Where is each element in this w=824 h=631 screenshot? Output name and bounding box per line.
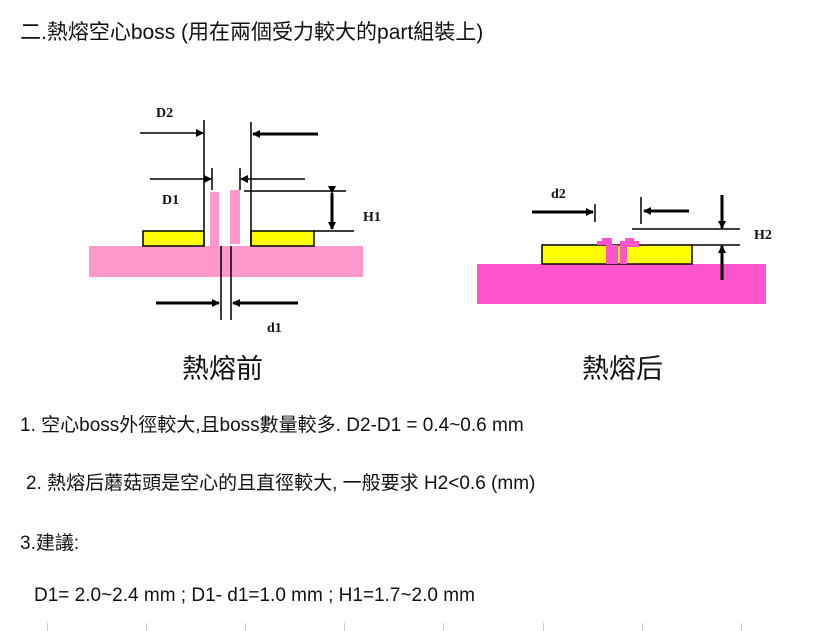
ruler-tick — [245, 623, 246, 631]
note-2: 2. 熱熔后蘑菇頭是空心的且直徑較大, 一般要求 H2<0.6 (mm) — [26, 473, 536, 494]
caption-after-heat-stake: 熱熔后 — [582, 354, 663, 384]
after-diagram: d2 H2 — [477, 187, 772, 304]
before-part-right — [250, 230, 315, 247]
ruler-tick — [741, 623, 742, 631]
label-d1: d1 — [267, 321, 282, 336]
ruler-tick — [543, 623, 544, 631]
after-mushroom-head-right — [620, 238, 639, 264]
label-H1: H1 — [363, 210, 381, 225]
before-part-left — [142, 230, 205, 247]
label-H2: H2 — [754, 228, 772, 243]
ruler-tick — [344, 623, 345, 631]
recommendation-values: D1= 2.0~2.4 mm ; D1- d1=1.0 mm ; H1=1.7~… — [34, 585, 475, 606]
label-D1: D1 — [162, 193, 179, 208]
after-mushroom-head-left — [597, 238, 618, 264]
page-title: 二.熱熔空心boss (用在兩個受力較大的part組裝上) — [20, 21, 484, 44]
before-base-plate — [89, 246, 363, 277]
note-1: 1. 空心boss外徑較大,且boss數量較多. D2-D1 = 0.4~0.6… — [20, 415, 524, 436]
after-base-plate — [477, 264, 766, 304]
before-boss-left-wall — [210, 192, 219, 246]
ruler-tick — [443, 623, 444, 631]
caption-before-heat-stake: 熱熔前 — [182, 354, 263, 384]
note-3-heading: 3.建議: — [20, 533, 80, 554]
before-boss-right-wall — [230, 190, 240, 244]
ruler-tick — [47, 623, 48, 631]
ruler-tick — [146, 623, 147, 631]
label-d2: d2 — [551, 187, 566, 202]
ruler-tick — [642, 623, 643, 631]
label-D2: D2 — [156, 106, 173, 121]
before-diagram: D2 D1 H1 d1 — [89, 106, 381, 336]
